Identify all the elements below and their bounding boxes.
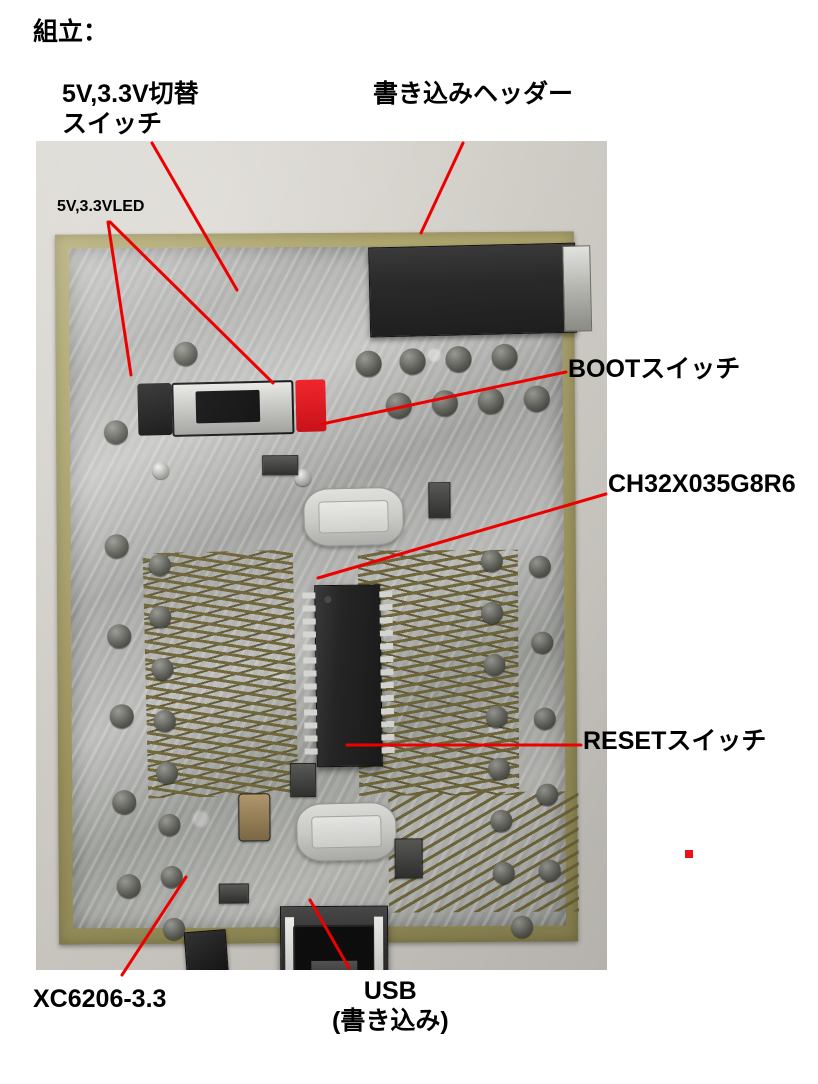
solder-pad <box>538 859 561 882</box>
label-programming-header: 書き込みヘッダー <box>373 80 574 108</box>
microcontroller <box>302 584 395 768</box>
usb-slot <box>293 924 376 970</box>
solder-pad <box>491 343 518 370</box>
solder-pad <box>112 790 137 815</box>
voltage-regulator <box>183 929 229 970</box>
solder-pad <box>399 348 426 375</box>
smd-component <box>238 793 271 842</box>
solder-pad <box>103 420 129 445</box>
smd-component <box>428 482 451 519</box>
slide-switch-left-tab <box>137 382 173 436</box>
solder-pad <box>109 704 134 729</box>
solder-pad <box>355 350 382 377</box>
smd-component <box>394 838 423 879</box>
label-usb-line1: USB <box>363 977 417 1005</box>
solder-pad <box>163 917 186 940</box>
label-switch-5v33v-line2: スイッチ <box>62 109 163 138</box>
power-led-1 <box>152 461 170 480</box>
programming-header <box>368 242 593 338</box>
header-end-cap <box>562 245 593 332</box>
smd-component <box>290 763 317 798</box>
label-switch-5v33v-line1: 5V,3.3V切替 <box>62 80 199 108</box>
solder-pad <box>528 555 551 578</box>
page-title: 組立： <box>33 18 109 46</box>
solder-pad <box>483 653 506 676</box>
solder-pad <box>481 601 504 624</box>
smd-component <box>262 455 299 476</box>
solder-pad <box>153 709 176 732</box>
label-switch-5v33v: 5V,3.3V切替スイッチ <box>62 80 199 139</box>
label-reset-switch: RESETスイッチ <box>583 727 767 755</box>
mcu-pins-right <box>379 591 395 760</box>
solder-pad <box>492 861 515 884</box>
slide-switch-knob <box>195 389 261 424</box>
boot-tact-switch <box>302 486 405 547</box>
solder-pad <box>480 549 503 572</box>
solder-pad <box>107 624 132 649</box>
solder-pad <box>148 553 171 577</box>
solder-pad <box>445 346 472 373</box>
solder-pad <box>523 385 550 412</box>
solder-pad <box>531 631 554 654</box>
solder-pad <box>511 915 534 938</box>
solder-pad <box>158 813 181 836</box>
red-marker-dot <box>685 850 693 858</box>
solder-pad <box>149 605 172 629</box>
mcu-pin1-dot <box>324 596 332 604</box>
label-mcu: CH32X035G8R6 <box>608 470 796 498</box>
solder-pad <box>536 783 559 806</box>
label-usb-line2: (書き込み) <box>332 1006 449 1035</box>
solder-pad <box>173 341 198 366</box>
solder-pad <box>151 657 174 681</box>
pcb-assembly-photo <box>36 141 607 970</box>
label-power-leds: 5V,3.3VLED <box>57 198 145 215</box>
reset-tact-switch <box>295 801 398 862</box>
slide-switch-red-actuator <box>295 379 327 433</box>
solder-pad <box>116 874 141 899</box>
solder-pad <box>385 392 412 419</box>
smd-component <box>218 883 249 904</box>
usb-tongue <box>311 960 358 970</box>
solder-pad <box>533 707 556 730</box>
usb-rail-right <box>374 916 384 970</box>
solder-pad <box>156 761 179 784</box>
usb-connector <box>279 905 389 970</box>
label-usb: USB(書き込み) <box>332 977 449 1036</box>
label-regulator: XC6206-3.3 <box>33 985 167 1013</box>
pcb-substrate <box>54 231 593 970</box>
solder-pad <box>485 705 508 728</box>
solder-pad <box>488 757 511 780</box>
solder-pad <box>431 390 458 417</box>
label-boot-switch: BOOTスイッチ <box>568 355 741 383</box>
solder-pad <box>490 809 513 832</box>
mcu-pins-left <box>302 592 318 761</box>
solder-pad <box>477 387 504 415</box>
slide-switch <box>137 379 327 437</box>
solder-pad <box>104 534 129 559</box>
solder-pad <box>160 865 183 888</box>
